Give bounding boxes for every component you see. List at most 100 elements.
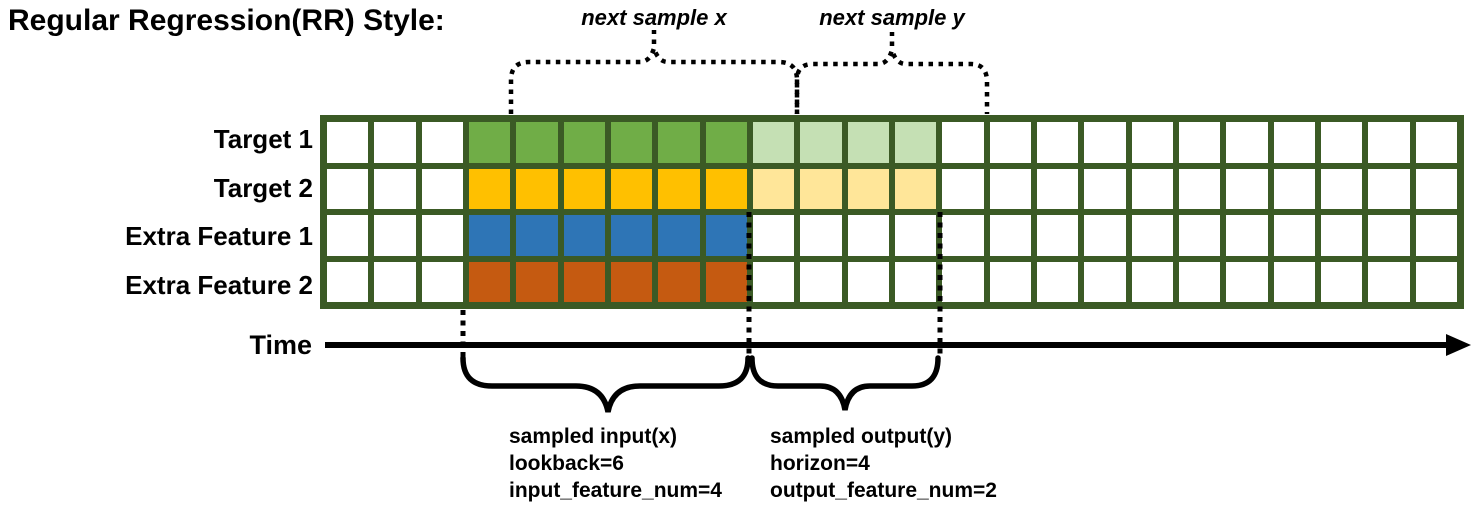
grid-cell [1084, 215, 1126, 256]
grid-cell [1084, 122, 1126, 163]
grid-cell [327, 215, 369, 256]
row-label-target-2: Target 2 [213, 172, 313, 203]
sampled-input-note: sampled input(x) lookback=6 input_featur… [509, 423, 722, 504]
grid-cell [374, 215, 416, 256]
grid-cell [563, 261, 605, 302]
grid-cell [705, 215, 747, 256]
grid-cell [989, 122, 1031, 163]
grid-cell [800, 168, 842, 209]
grid-cell [1036, 215, 1079, 256]
grid-cell [752, 168, 795, 209]
grid-cell [1178, 215, 1221, 256]
grid-cell [658, 215, 700, 256]
grid-cell [1084, 168, 1126, 209]
grid-cell [1368, 261, 1410, 302]
grid-cell [1178, 122, 1221, 163]
grid-cell [705, 168, 747, 209]
grid-cell [894, 215, 937, 256]
page-title: Regular Regression(RR) Style: [8, 4, 445, 37]
grid-cell [705, 261, 747, 302]
row-label-target-1: Target 1 [213, 124, 313, 154]
grid-cell [421, 215, 463, 256]
grid-cell [1273, 122, 1315, 163]
grid-cell [705, 122, 747, 163]
grid-cell [374, 261, 416, 302]
grid-cell [1320, 122, 1363, 163]
output-feature-num-value: output_feature_num=2 [770, 479, 997, 502]
grid-cell [989, 215, 1031, 256]
grid-cell [942, 215, 984, 256]
grid-cell [1320, 261, 1363, 302]
row-label-extra-feature-2: Extra Feature 2 [125, 270, 313, 301]
grid-cell [421, 122, 463, 163]
grid-cell [610, 122, 653, 163]
grid-cell [894, 122, 937, 163]
grid-cell [1178, 168, 1221, 209]
grid-cell [1415, 122, 1457, 163]
grid-cell [1273, 168, 1315, 209]
grid-cell [847, 122, 889, 163]
grid-cell [516, 168, 558, 209]
sampled-input-title: sampled input(x) [509, 425, 678, 448]
grid-cell [468, 215, 511, 256]
grid-cell [516, 215, 558, 256]
grid-cell [610, 215, 653, 256]
grid-cell [1131, 261, 1173, 302]
grid-cell [942, 261, 984, 302]
next-sample-x-brace [508, 39, 800, 114]
sampled-input-brace [460, 355, 751, 413]
grid-cell [327, 261, 369, 302]
grid-cell [516, 122, 558, 163]
grid-cell [658, 261, 700, 302]
grid-cell [800, 261, 842, 302]
grid-cell [421, 261, 463, 302]
grid-cell [1415, 215, 1457, 256]
sampled-output-brace [749, 355, 941, 411]
grid-cell [468, 122, 511, 163]
grid-cell [752, 215, 795, 256]
grid-cell [942, 122, 984, 163]
grid-cell [563, 122, 605, 163]
grid-cell [421, 168, 463, 209]
grid-cell [563, 215, 605, 256]
next-sample-x-label: next sample x [581, 5, 727, 30]
grid-cell [374, 122, 416, 163]
grid-cell [658, 122, 700, 163]
grid-cell [800, 122, 842, 163]
grid-cell [1131, 215, 1173, 256]
grid-cell [1226, 215, 1268, 256]
next-sample-y-label: next sample y [819, 5, 965, 30]
grid-cell [374, 168, 416, 209]
grid-cell [847, 215, 889, 256]
grid-cell [327, 122, 369, 163]
grid-cell [989, 261, 1031, 302]
grid-cell [1368, 168, 1410, 209]
time-axis-arrowhead-icon [1446, 334, 1471, 356]
grid-cell [1368, 215, 1410, 256]
grid-cell [1226, 261, 1268, 302]
sampled-output-note: sampled output(y) horizon=4 output_featu… [770, 423, 997, 504]
time-series-grid [320, 115, 1464, 309]
grid-cell [1320, 215, 1363, 256]
grid-cell [942, 168, 984, 209]
grid-cell [563, 168, 605, 209]
grid-cell [1084, 261, 1126, 302]
row-label-extra-feature-1: Extra Feature 1 [125, 221, 313, 252]
time-axis-label: Time [249, 329, 312, 360]
grid-cell [1226, 122, 1268, 163]
grid-cell [1273, 261, 1315, 302]
grid-cell [1131, 168, 1173, 209]
grid-cell [800, 215, 842, 256]
grid-cell [1131, 122, 1173, 163]
grid-cell [1415, 261, 1457, 302]
grid-cell [1415, 168, 1457, 209]
input-feature-num-value: input_feature_num=4 [509, 479, 722, 502]
grid-cell [989, 168, 1031, 209]
grid-cell [1036, 122, 1079, 163]
grid-cell [1368, 122, 1410, 163]
grid-cell [847, 168, 889, 209]
horizon-value: horizon=4 [770, 452, 870, 475]
sampled-output-title: sampled output(y) [770, 425, 952, 448]
grid-cell [1036, 168, 1079, 209]
